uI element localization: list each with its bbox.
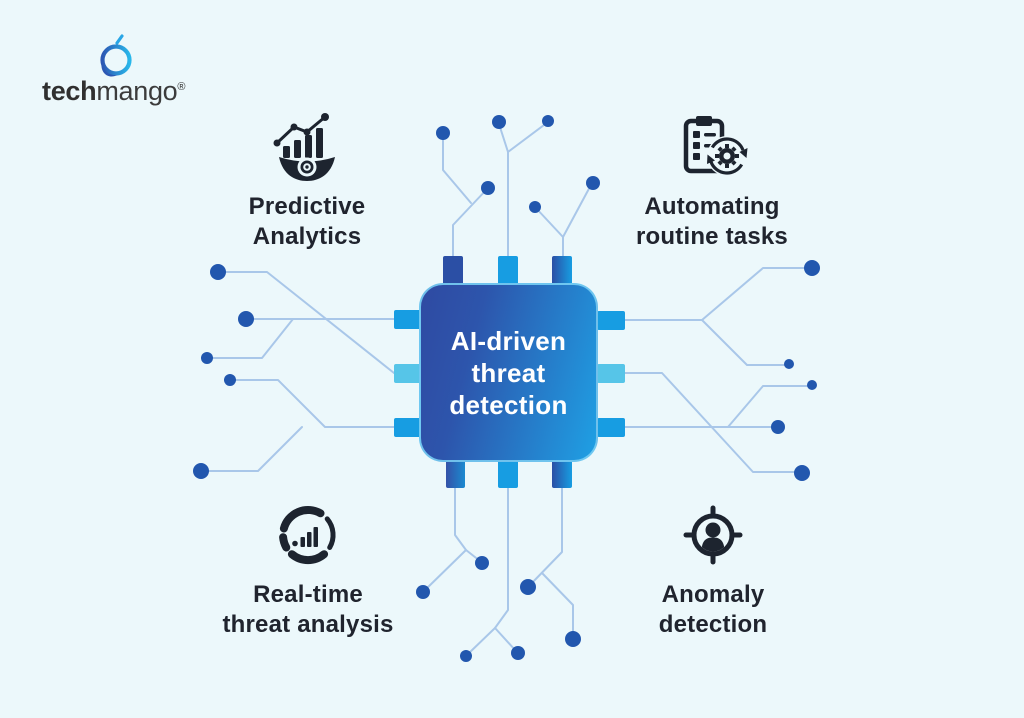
feature-anomaly-detection: Anomaly detection <box>603 500 823 640</box>
feature-realtime-threat-analysis: Real-time threat analysis <box>198 500 418 640</box>
trace-node-dots <box>193 115 820 662</box>
logo-text-mango: mango <box>96 76 178 106</box>
techmango-logo: techmango® <box>42 34 185 107</box>
feature-automating-routine-tasks: Automating routine tasks <box>602 112 822 252</box>
registered-mark: ® <box>177 81 186 93</box>
trace-lines <box>200 121 808 655</box>
anomaly-detection-label: Anomaly detection <box>658 581 768 638</box>
predictive-analytics-label: Predictive Analytics <box>248 193 366 250</box>
person-in-crosshair-icon <box>603 500 823 570</box>
chip-ai-threat-detection: AI-driven threat detection <box>419 283 598 462</box>
feature-predictive-analytics: Predictive Analytics <box>197 112 417 252</box>
logo-text-tech: tech <box>42 76 97 106</box>
predictive-analytics-chart-eye-icon <box>197 112 417 182</box>
chip-pins <box>394 256 625 488</box>
segmented-donut-bars-icon <box>198 500 418 570</box>
realtime-threat-analysis-label: Real-time threat analysis <box>222 581 394 638</box>
logo-wordmark: techmango® <box>42 76 185 107</box>
automating-routine-tasks-label: Automating routine tasks <box>636 193 788 250</box>
mango-icon <box>100 34 132 77</box>
chip-label: AI-driven threat detection <box>449 325 568 420</box>
clipboard-gear-automation-icon <box>602 112 822 182</box>
